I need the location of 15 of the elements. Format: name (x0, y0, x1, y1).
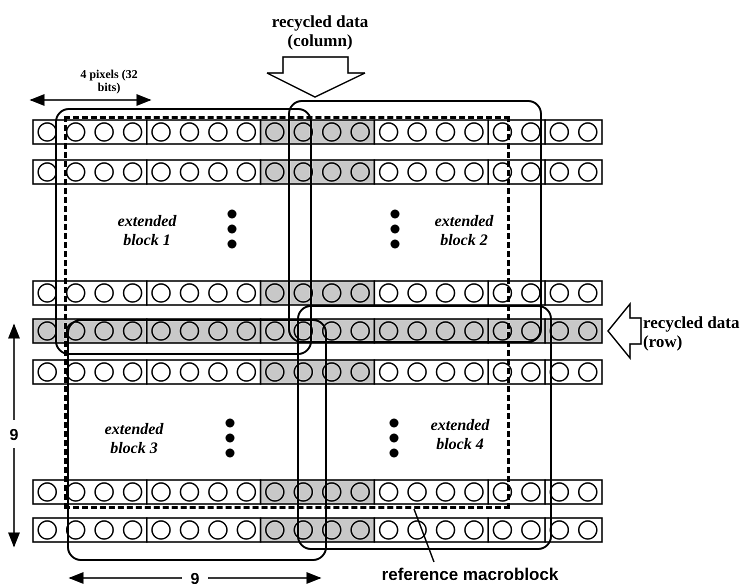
block-label: extended block 3 (104, 420, 164, 458)
caption-text: recycled data (column) (270, 12, 370, 50)
block-label: extended block 4 (430, 416, 490, 454)
caption-text: recycled data (row) (643, 313, 740, 351)
caption-text: 4 pixels (32 bits) (80, 68, 138, 94)
macroblock-outline (64, 116, 510, 509)
extended-block-outline (55, 108, 312, 355)
extended-block-outline (297, 305, 552, 550)
dimension-label: 9 (8, 426, 20, 446)
caption-text: reference macroblock (370, 562, 570, 584)
extended-block-outline (288, 100, 542, 343)
extended-block-outline (67, 319, 327, 561)
block-label: extended block 2 (434, 212, 494, 250)
dimension-label: 9 (190, 570, 200, 584)
block-label: extended block 1 (116, 212, 178, 250)
